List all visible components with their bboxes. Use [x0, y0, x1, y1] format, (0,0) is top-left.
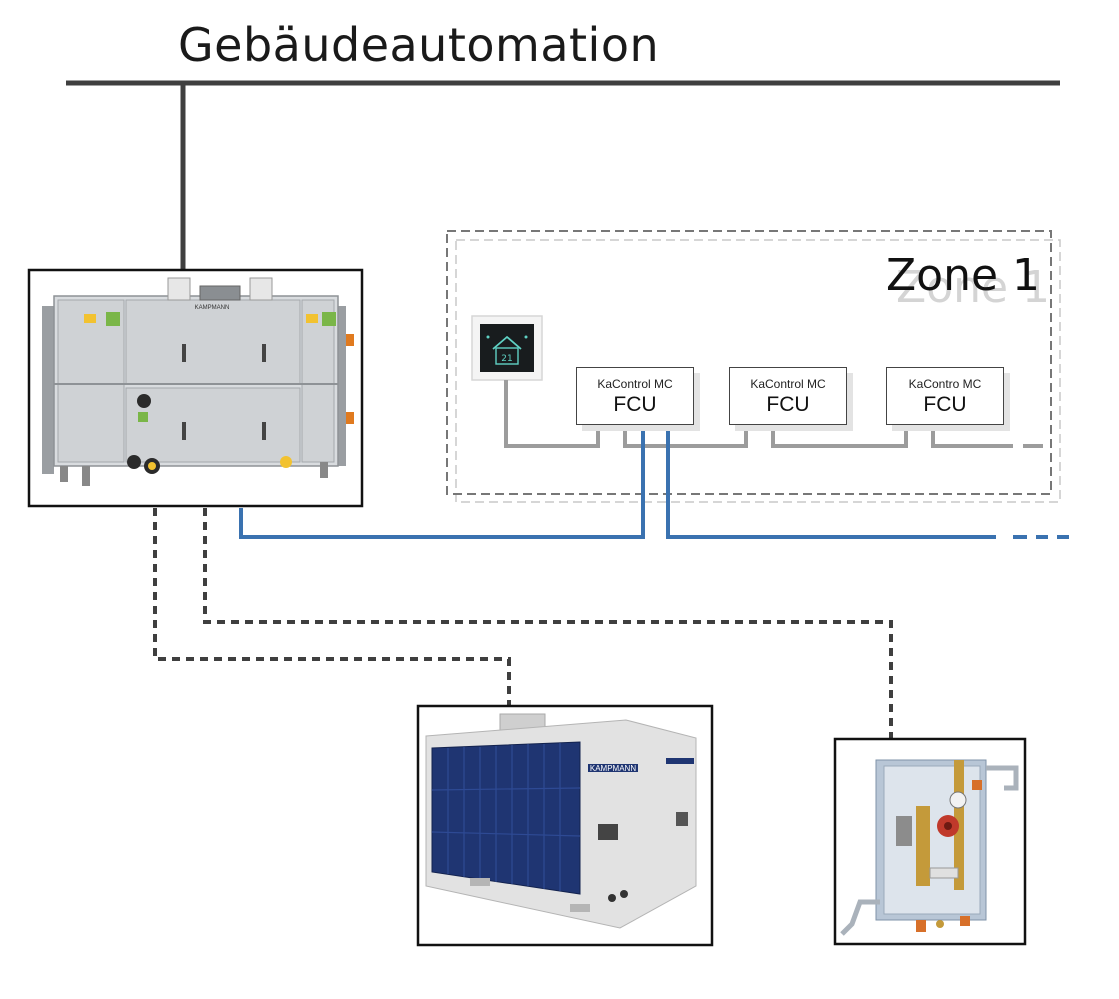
controller-name: KaControl MC: [597, 377, 673, 391]
zone-frame: [446, 230, 1052, 495]
controller-name: KaContro MC: [908, 377, 982, 391]
water-piping: [239, 425, 996, 539]
page-title: Gebäudeautomation: [178, 18, 660, 72]
air-handling-unit-icon: [42, 277, 354, 486]
outdoor-chiller-icon: [425, 713, 697, 929]
fcu-controller-3: KaContro MC FCU: [886, 367, 1004, 425]
fcu-controller-2: KaControl MC FCU: [729, 367, 847, 425]
zone-label: Zone 1: [886, 250, 1040, 301]
controller-name: KaControl MC: [750, 377, 826, 391]
zone-frame-shadow: [455, 239, 1061, 503]
dashed-connections: [153, 508, 893, 739]
hydraulic-station-icon: [840, 759, 1019, 936]
fcu-label: FCU: [923, 393, 967, 416]
fcu-controller-1: KaControl MC FCU: [576, 367, 694, 425]
fcu-label: FCU: [766, 393, 810, 416]
control-cabling: [504, 380, 1043, 448]
fcu-label: FCU: [613, 393, 657, 416]
zone-label-shadow: Zone 1: [896, 262, 1050, 313]
thermostat-icon: [471, 315, 543, 381]
